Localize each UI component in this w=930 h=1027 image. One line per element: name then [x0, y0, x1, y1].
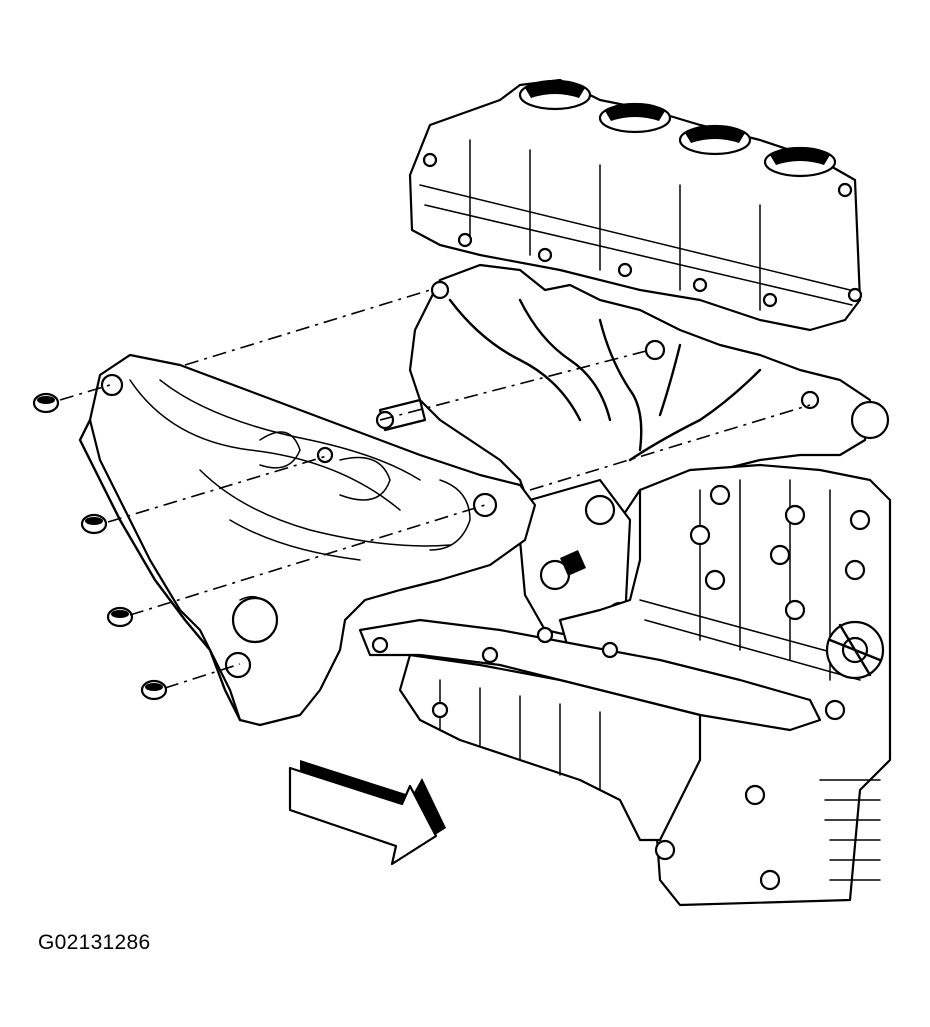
heat-shield-outline	[88, 353, 537, 727]
heat-shield-contours	[129, 379, 471, 641]
nut-2	[80, 513, 108, 535]
head-ribs	[419, 139, 853, 311]
head-bolts	[422, 152, 863, 308]
pan-bolts	[371, 626, 619, 719]
heat-shield-holes	[100, 373, 498, 679]
nut-3	[106, 606, 134, 628]
oil-pan-rail	[358, 618, 822, 732]
heat-shield-nuts	[32, 392, 168, 701]
engine-assembly	[358, 78, 892, 907]
ignition-coils	[518, 79, 837, 178]
nut-1	[32, 392, 60, 414]
head-stud	[375, 280, 820, 432]
figure-id-label: G02131286	[38, 931, 151, 954]
alignment-lines	[59, 289, 811, 689]
heat-shield	[78, 353, 537, 727]
heat-shield-inner-edge	[78, 418, 242, 722]
nut-4	[140, 679, 168, 701]
block-bolts	[654, 484, 871, 891]
front-pulley	[825, 400, 890, 680]
front-direction-arrow	[288, 760, 446, 866]
